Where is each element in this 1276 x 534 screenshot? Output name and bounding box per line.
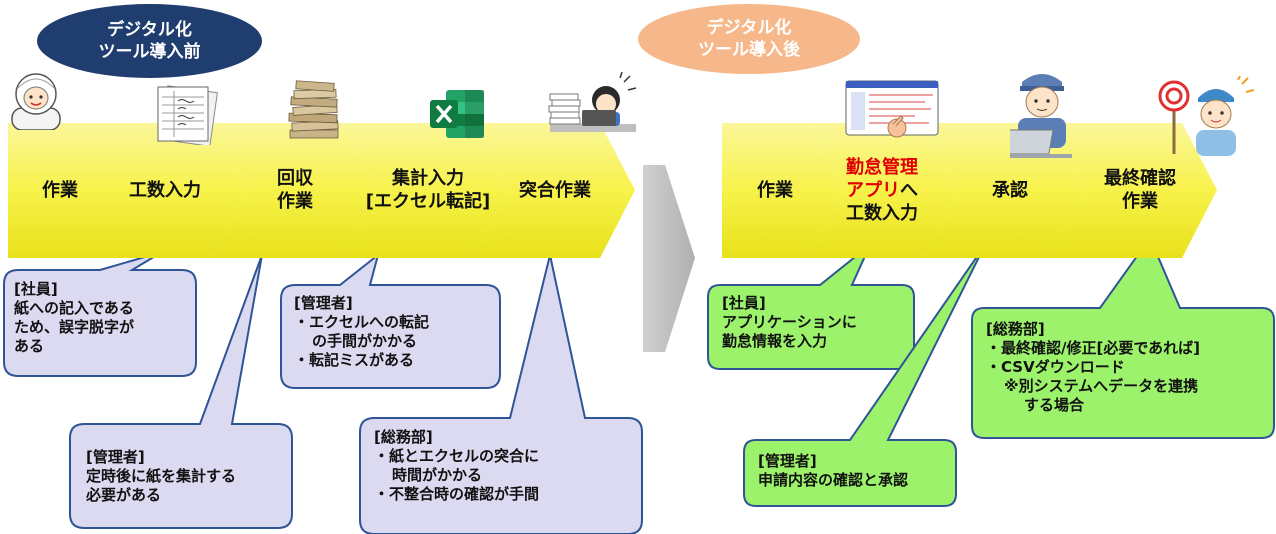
before-step-label-3: 回収 作業 <box>277 168 313 212</box>
before-note-general-affairs: [総務部] ・紙とエクセルの突合に 時間がかかる ・不整合時の確認が手間 <box>374 428 540 503</box>
busy-office-worker-icon <box>548 72 637 132</box>
transition-arrow <box>643 165 695 352</box>
after-note-manager: [管理者] 申請内容の確認と承認 <box>758 452 909 489</box>
before-callout-2 <box>69 254 293 529</box>
after-pill: デジタル化 ツール導入後 <box>638 4 860 74</box>
after-note-general-affairs: [総務部] ・最終確認/修正[必要であれば] ・CSVダウンロード ※別システム… <box>986 320 1201 414</box>
before-step-2 <box>83 123 248 258</box>
after-step-label-2: 勤怠管理 アプリへ 工数入力 <box>846 156 918 224</box>
before-step-label-5: 突合作業 <box>519 179 591 201</box>
before-step-3 <box>213 123 378 258</box>
after-step-1 <box>722 123 843 258</box>
before-step-5 <box>473 123 635 258</box>
after-step-label-1: 作業 <box>757 179 793 201</box>
after-step-label-4: 最終確認 作業 <box>1104 168 1176 212</box>
excel-icon <box>430 90 484 138</box>
handwritten-timesheet-icon <box>157 85 218 145</box>
before-pill: デジタル化 ツール導入前 <box>37 4 262 78</box>
before-step-label-2: 工数入力 <box>129 179 201 201</box>
before-step-4 <box>343 123 508 258</box>
before-note-manager-collect: [管理者] 定時後に紙を集計する 必要がある <box>86 448 237 504</box>
before-note-manager-excel: [管理者] ・エクセルへの転記 の手間がかかる ・転記ミスがある <box>294 294 430 369</box>
before-step-1 <box>8 123 130 258</box>
after-callout-3 <box>971 235 1275 439</box>
before-step-label-1: 作業 <box>42 179 78 201</box>
worker-in-white-uniform-icon <box>11 73 61 130</box>
before-callout-3 <box>280 252 501 389</box>
after-step-4 <box>1050 123 1217 258</box>
approver-at-laptop-icon <box>1010 74 1072 158</box>
before-step-label-4: 集計入力 [エクセル転記] <box>365 168 491 212</box>
before-callout-1 <box>3 251 197 377</box>
paper-stack-icon <box>288 80 339 139</box>
before-note-employee: [社員] 紙への記入である ため、誤字脱字が ある <box>14 280 135 355</box>
app-word-highlight: アプリ <box>846 179 900 201</box>
after-callout-2 <box>743 244 986 507</box>
after-step-2 <box>808 123 960 258</box>
final-checker-with-sign-icon <box>1158 76 1254 156</box>
after-note-employee: [社員] アプリケーションに 勤怠情報を入力 <box>722 294 857 350</box>
after-step-label-3: 承認 <box>992 179 1028 201</box>
attendance-app-screen-icon <box>845 80 939 138</box>
app-name-highlight: 勤怠管理 <box>846 156 918 178</box>
